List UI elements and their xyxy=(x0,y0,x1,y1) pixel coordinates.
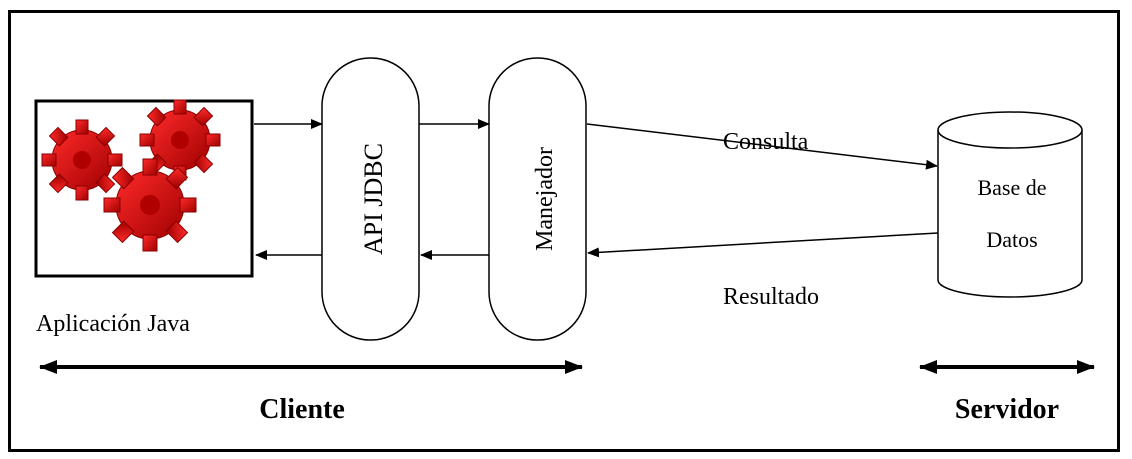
server-zone-label: Servidor xyxy=(955,394,1059,425)
java-application-box xyxy=(34,99,254,278)
database-label-line2: Datos xyxy=(986,227,1037,252)
api-jdbc-label: API JDBC xyxy=(359,143,388,255)
client-zone-label: Cliente xyxy=(259,394,345,425)
api-jdbc-box: API JDBC xyxy=(321,57,420,341)
java-application-label: Aplicación Java xyxy=(36,311,190,337)
query-arrow xyxy=(586,123,938,170)
result-arrow xyxy=(587,232,939,258)
driver-box: Manejador xyxy=(488,57,587,341)
query-label: Consulta xyxy=(723,129,809,155)
driver-label: Manejador xyxy=(532,147,558,251)
result-label: Resultado xyxy=(723,284,819,310)
database-cylinder: Base de Datos xyxy=(937,111,1083,298)
gears-icon xyxy=(41,99,221,252)
database-label-line1: Base de xyxy=(977,175,1046,200)
